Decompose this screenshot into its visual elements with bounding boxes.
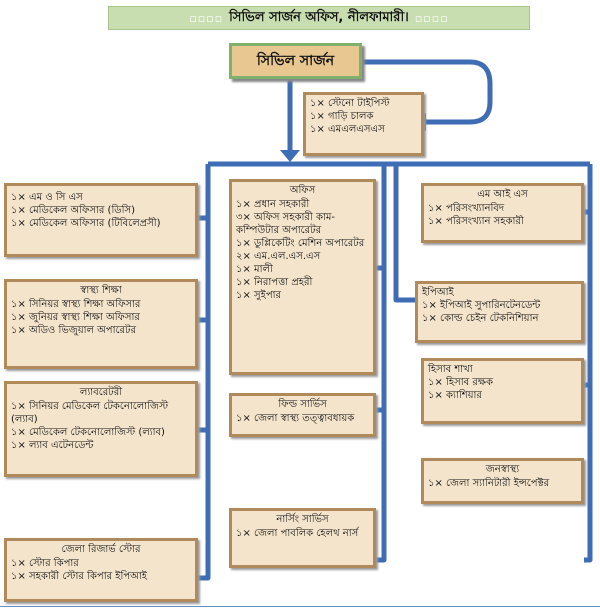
box-header: ইপিআই (422, 287, 454, 298)
list-item: ১× নিরাপত্তা প্রহরী (236, 277, 313, 288)
title-banner: ▫▫▫▫ সিভিল সার্জন অফিস, নীলফামারী। ▫▫▫▫ (108, 6, 530, 30)
box-header: এম আই এস (477, 189, 528, 200)
list-item: ১× সুইপার (236, 290, 282, 301)
list-item: ১× সিনিয়র স্বাস্থ্য শিক্ষা অফিসার (11, 299, 141, 310)
list-item: ৩× অফিস সহকারী কাম-কম্পিউটার অপারেটর (236, 212, 336, 236)
civil-surgeon-box: সিভিল সার্জন (229, 43, 362, 79)
list-item: ১× প্রধান সহকারী (236, 199, 310, 210)
list-item: ১× জুনিয়র স্বাস্থ্য শিক্ষা অফিসার (11, 312, 140, 323)
list-item: ১× মেডিকেল টেকনোলোজিস্ট (ল্যাব) (11, 427, 165, 438)
list-item: ১× অডিও ভিজুয়াল অপারেটর (11, 325, 136, 336)
list-item: ১× সিনিয়র মেডিকেল টেকনোলোজিস্ট (ল্যাব) (11, 401, 169, 425)
list-item: ১× ক্যাশিয়ার (428, 390, 482, 401)
box-header: হিসাব শাখা (428, 364, 473, 375)
list-item: ১× জেলা স্বাস্থ্য তত্ত্বাবধায়ক (236, 413, 355, 424)
box-header: ল্যাবরেটরী (79, 387, 123, 398)
title-decoration-left: ▫▫▫▫ (189, 11, 224, 25)
laboratory-box: ল্যাবরেটরী ১× সিনিয়র মেডিকেল টেকনোলোজিস… (4, 381, 198, 477)
box-header: জনস্বাস্থ্য (485, 464, 520, 475)
medical-officers-box: ১× এম ও সি এস ১× মেডিকেল অফিসার (ডিসি) ১… (4, 183, 198, 257)
list-item: ১× পরিসংখ্যানবিদ (428, 203, 505, 214)
list-item: ১× এম ও সি এস (11, 192, 83, 203)
box-header: স্বাস্থ্য শিক্ষা (80, 285, 122, 296)
list-item: ১× কোল্ড চেইন টেকনিশিয়ান (422, 313, 539, 324)
page-title: সিভিল সার্জন অফিস, নীলফামারী। (229, 9, 409, 25)
list-item: ১× মালী (236, 264, 273, 275)
health-education-box: স্বাস্থ্য শিক্ষা ১× সিনিয়র স্বাস্থ্য শি… (4, 279, 198, 369)
list-item: ১× ডুপ্লিকেটিং মেশিন অপারেটর (236, 238, 365, 249)
list-item: ১× জেলা পাবলিক হেলথ নার্স (236, 528, 359, 539)
accounts-box: হিসাব শাখা ১× হিসাব রক্ষক ১× ক্যাশিয়ার (421, 358, 584, 424)
title-decoration-right: ▫▫▫▫ (414, 11, 449, 25)
list-item: ১× মেডিকেল অফিসার (টিবিলেপ্রসী) (11, 218, 161, 229)
public-health-box: জনস্বাস্থ্য ১× জেলা স্যানিটারী ইন্সপেক্ট… (421, 458, 584, 504)
list-item: ১× মেডিকেল অফিসার (ডিসি) (11, 205, 136, 216)
staff-item: ১× গাড়ি চালক (310, 111, 374, 122)
box-header: জেলা রিজার্ভ স্টোর (61, 544, 141, 555)
list-item: ১× জেলা স্যানিটারী ইন্সপেক্টর (428, 478, 550, 489)
staff-item: ১× স্টেনো টাইপিস্ট (310, 98, 390, 109)
epi-box: ইপিআই ১× ইপিআই সুপারিনটেনডেন্ট ১× কোল্ড … (415, 281, 584, 343)
staff-box: ১× স্টেনো টাইপিস্ট ১× গাড়ি চালক ১× এমএল… (303, 92, 424, 156)
mis-box: এম আই এস ১× পরিসংখ্যানবিদ ১× পরিসংখ্যান … (421, 183, 584, 243)
box-header: ফিল্ড সার্ভিস (278, 399, 327, 410)
list-item: ১× স্টোর কিপার (11, 558, 79, 569)
field-service-box: ফিল্ড সার্ভিস ১× জেলা স্বাস্থ্য তত্ত্বাব… (229, 393, 376, 437)
office-box: অফিস ১× প্রধান সহকারী ৩× অফিস সহকারী কাম… (229, 179, 376, 375)
reserve-store-box: জেলা রিজার্ভ স্টোর ১× স্টোর কিপার ১× সহক… (4, 538, 198, 602)
nursing-service-box: নার্সিং সার্ভিস ১× জেলা পাবলিক হেলথ নার্… (229, 508, 376, 568)
list-item: ১× সহকারী স্টোর কিপার ইপিআই (11, 571, 147, 582)
list-item: ১× ল্যাব এটেনডেন্ট (11, 440, 94, 451)
staff-item: ১× এমএলএসএস (310, 124, 385, 135)
civil-surgeon-label: সিভিল সার্জন (256, 53, 335, 69)
list-item: ১× ইপিআই সুপারিনটেনডেন্ট (422, 300, 541, 311)
list-item: ১× পরিসংখ্যান সহকারী (428, 216, 524, 227)
bottom-divider (0, 606, 600, 607)
box-header: নার্সিং সার্ভিস (276, 514, 329, 525)
box-header: অফিস (289, 185, 316, 196)
list-item: ১× হিসাব রক্ষক (428, 377, 494, 388)
list-item: ২× এম.এল.এস.এস (236, 251, 321, 262)
